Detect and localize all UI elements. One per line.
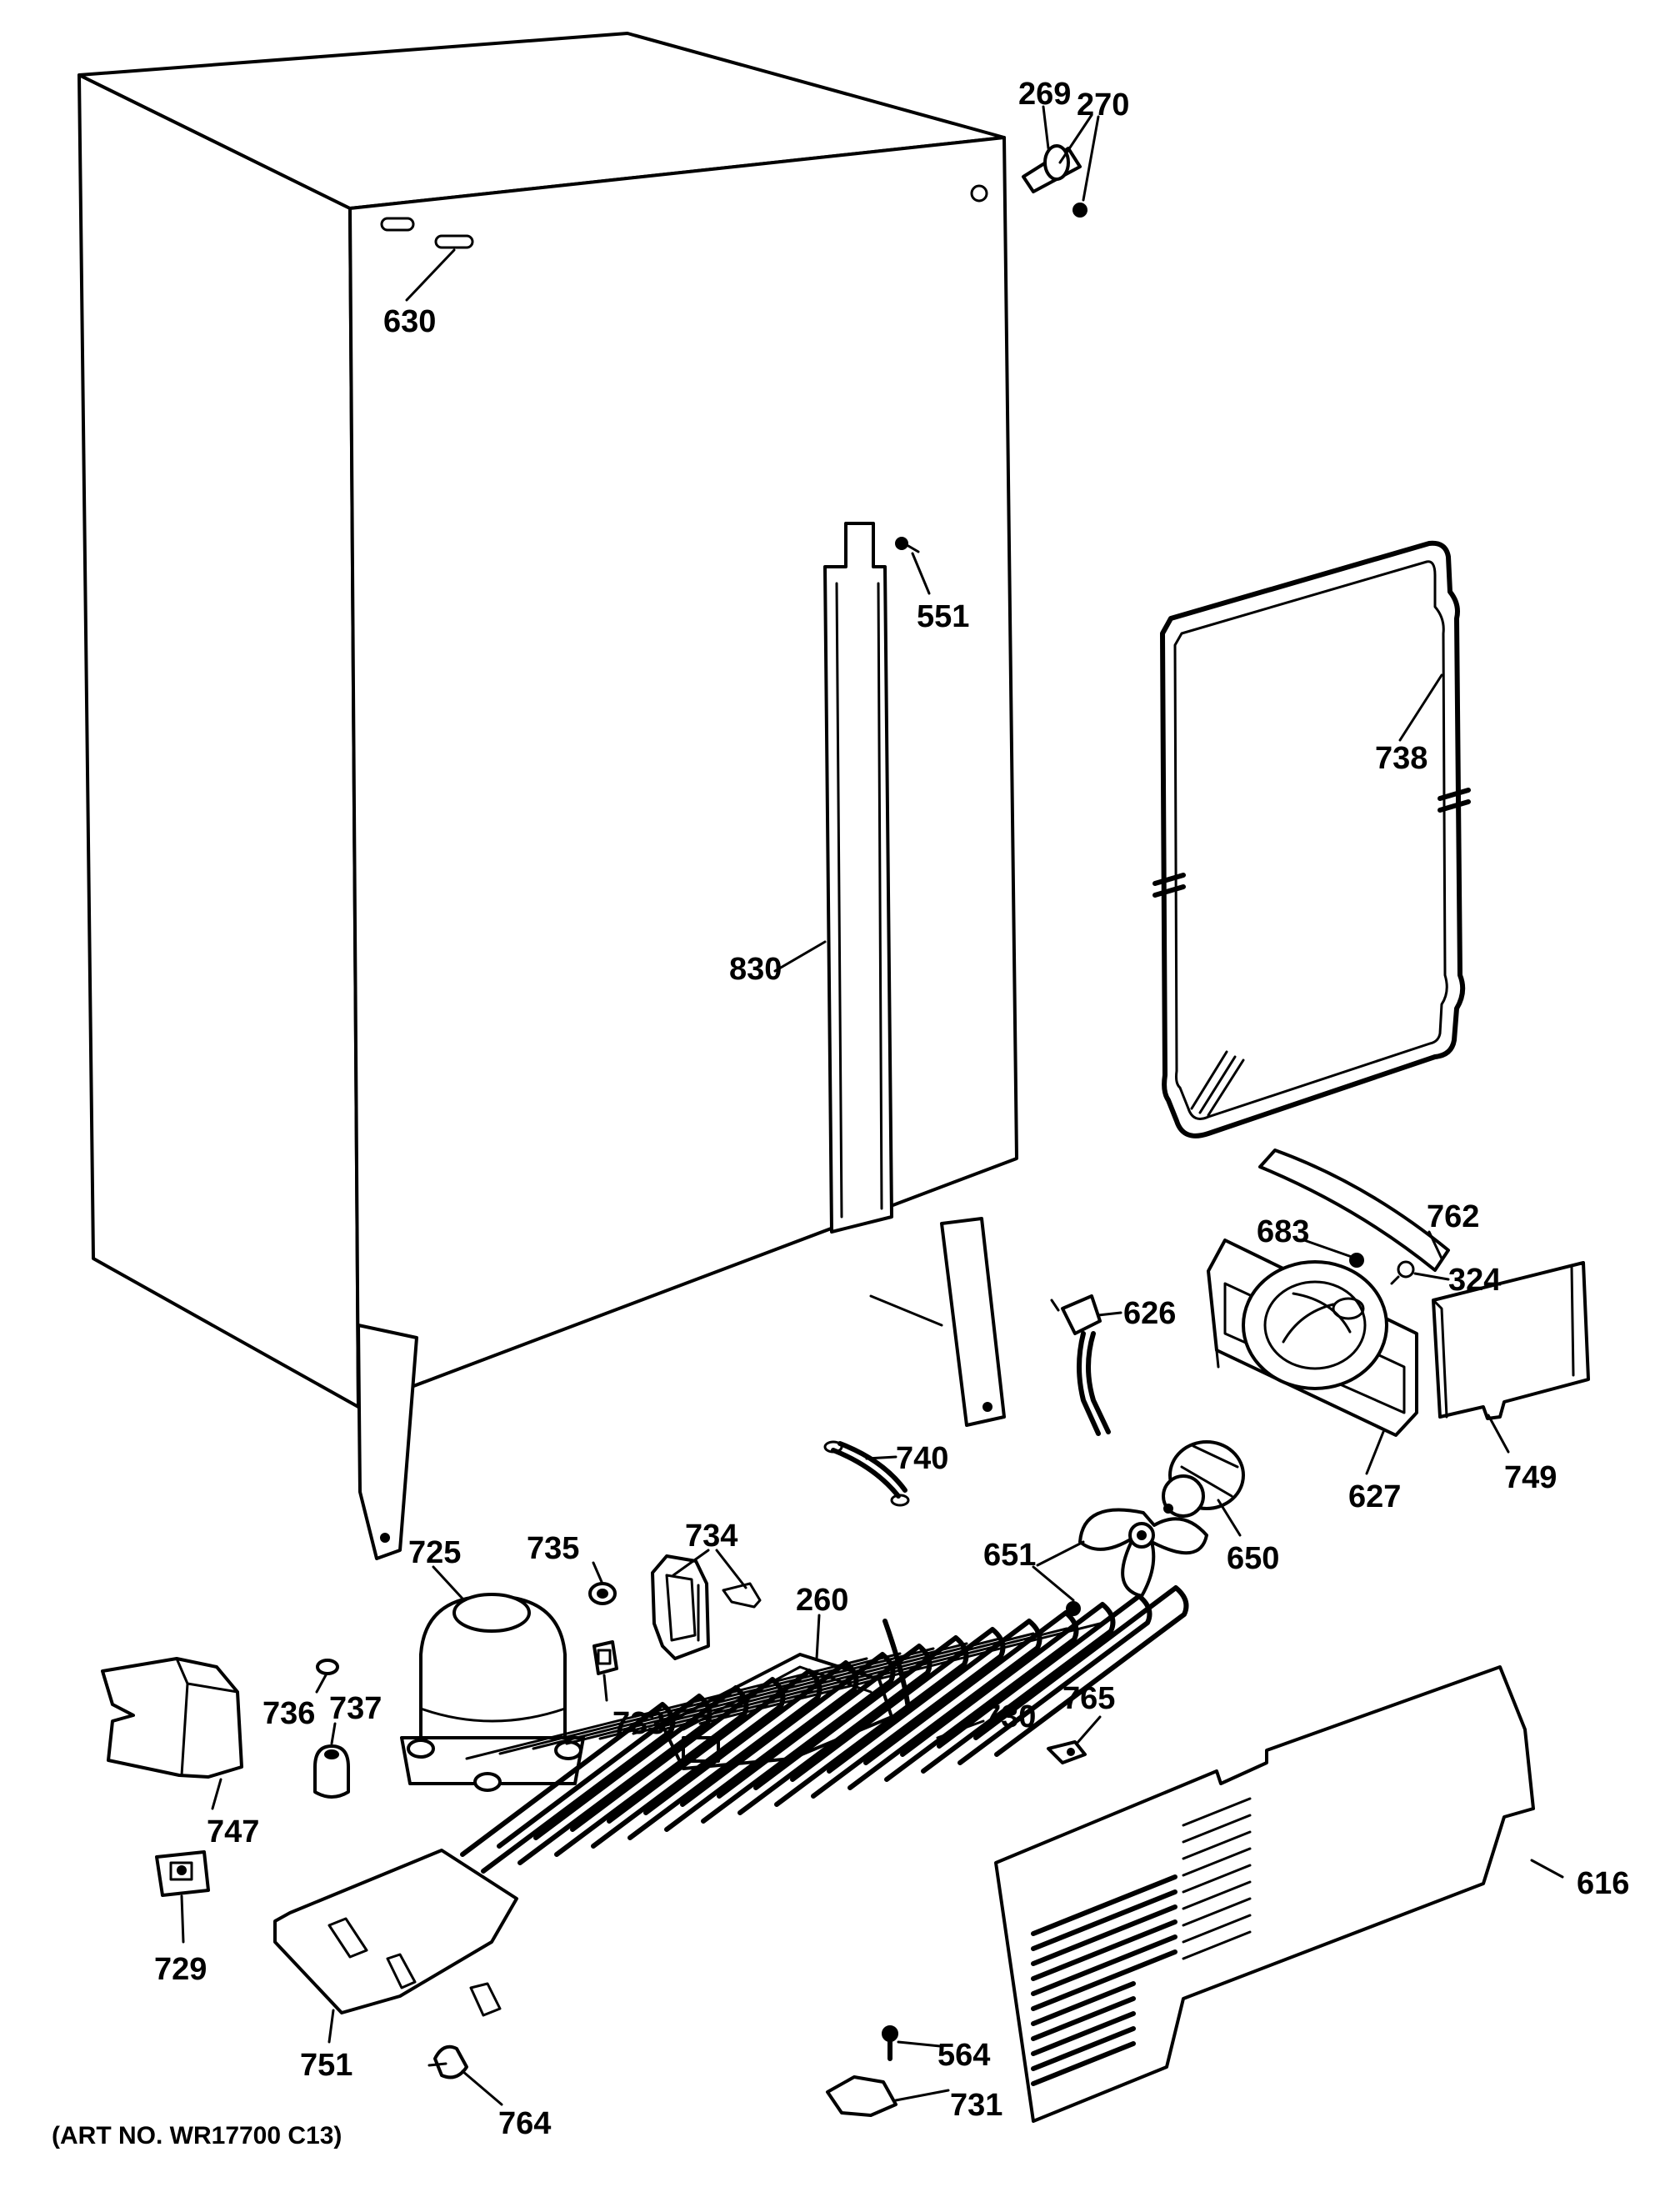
grille-slot bbox=[1031, 1874, 1178, 1936]
callout-751: 751 bbox=[300, 2048, 352, 2083]
grille-slot bbox=[1182, 1847, 1252, 1877]
leader-lines bbox=[180, 105, 1564, 2106]
grille-slot bbox=[1182, 1897, 1252, 1927]
condenser-fin bbox=[465, 1657, 868, 1760]
callout-564: 564 bbox=[938, 2038, 990, 2073]
condenser-fin bbox=[632, 1632, 1035, 1735]
callout-626: 626 bbox=[1123, 1296, 1176, 1331]
callout-735: 735 bbox=[527, 1531, 579, 1566]
screw-564 bbox=[882, 2025, 898, 2061]
compressor-725 bbox=[400, 1593, 585, 1792]
hinge-pin-269 bbox=[1022, 144, 1082, 193]
clip-765 bbox=[1047, 1740, 1087, 1764]
callout-830: 830 bbox=[729, 952, 782, 987]
condenser-fin bbox=[698, 1622, 1102, 1725]
callout-736: 736 bbox=[262, 1696, 315, 1731]
fan-shroud-627 bbox=[1207, 1239, 1418, 1437]
callout-733: 733 bbox=[612, 1706, 665, 1741]
screw-270 bbox=[1072, 203, 1088, 218]
door-gasket-738 bbox=[1152, 540, 1471, 1139]
nut-651 bbox=[1066, 1601, 1081, 1616]
overload-733 bbox=[592, 1640, 618, 1675]
callout-765: 765 bbox=[1062, 1681, 1115, 1716]
power-cord-626 bbox=[1050, 1294, 1111, 1436]
grille-616 bbox=[994, 1665, 1535, 2123]
condenser-fin bbox=[598, 1637, 1002, 1740]
callout-616: 616 bbox=[1577, 1866, 1629, 1901]
base-pan-751 bbox=[273, 1849, 518, 2017]
callout-729: 729 bbox=[154, 1952, 207, 1987]
callout-labels: 269 270 630 551 738 830 762 683 324 626 … bbox=[154, 77, 1629, 2141]
callout-725: 725 bbox=[408, 1535, 461, 1570]
foam-strip-762 bbox=[1258, 1149, 1450, 1272]
condenser-fin bbox=[532, 1647, 935, 1750]
grille-slot bbox=[1031, 1904, 1178, 1966]
grommet-735 bbox=[588, 1582, 617, 1605]
grille-slot bbox=[1031, 1949, 1178, 2011]
screw-683 bbox=[1349, 1253, 1364, 1268]
grommet-737 bbox=[313, 1744, 350, 1799]
callout-260: 260 bbox=[796, 1583, 848, 1618]
grille-slot bbox=[1182, 1830, 1252, 1860]
grille-slot bbox=[1031, 2041, 1136, 2086]
grille-slot bbox=[1182, 1914, 1252, 1944]
grille-slot bbox=[1031, 1996, 1136, 2041]
callout-551: 551 bbox=[917, 599, 969, 634]
grille-slot bbox=[1031, 1934, 1178, 1996]
grille-slot bbox=[1182, 1797, 1252, 1827]
clip-764 bbox=[428, 2044, 468, 2079]
callout-627: 627 bbox=[1348, 1479, 1401, 1514]
slot-plugs-630 bbox=[380, 217, 474, 249]
spring-clip-740 bbox=[823, 1440, 910, 1507]
callout-324: 324 bbox=[1448, 1263, 1501, 1298]
bracket-731 bbox=[826, 2075, 898, 2117]
grille-slot bbox=[1031, 2011, 1136, 2056]
bracket-734 bbox=[722, 1582, 762, 1609]
grommet-736 bbox=[316, 1659, 339, 1675]
capacitor-729 bbox=[155, 1850, 210, 1897]
screw-551 bbox=[895, 537, 920, 553]
callout-734: 734 bbox=[685, 1519, 738, 1554]
callout-737: 737 bbox=[329, 1691, 382, 1726]
condenser-fin bbox=[665, 1627, 1068, 1730]
condenser-fin bbox=[498, 1652, 902, 1755]
grille-slot bbox=[1182, 1864, 1252, 1894]
callout-747: 747 bbox=[207, 1814, 259, 1849]
callout-738: 738 bbox=[1375, 741, 1428, 776]
callout-762: 762 bbox=[1427, 1199, 1479, 1234]
grille-slot bbox=[1182, 1930, 1252, 1960]
relay-734 bbox=[651, 1554, 710, 1660]
mullion-channel-830 bbox=[823, 522, 893, 1234]
callout-630: 630 bbox=[383, 304, 436, 339]
grille-slot bbox=[1031, 1981, 1136, 2026]
terminal-cover-747 bbox=[101, 1657, 243, 1779]
art-number: (ART NO. WR17700 C13) bbox=[52, 2122, 342, 2149]
callout-740: 740 bbox=[896, 1441, 948, 1476]
condenser-fin bbox=[565, 1642, 968, 1745]
callout-651: 651 bbox=[983, 1538, 1036, 1573]
callout-730: 730 bbox=[983, 1699, 1036, 1734]
callout-269: 269 bbox=[1018, 77, 1071, 112]
condenser-tube bbox=[973, 1585, 1189, 1757]
grille-slot bbox=[1031, 2026, 1136, 2071]
screw-324 bbox=[1390, 1260, 1415, 1285]
grille-slot bbox=[1182, 1814, 1252, 1844]
condenser-730 bbox=[460, 1585, 1189, 1874]
fan-blade-651 bbox=[1078, 1508, 1208, 1598]
cover-plate-749 bbox=[1432, 1261, 1590, 1420]
callout-683: 683 bbox=[1257, 1214, 1309, 1249]
callout-731: 731 bbox=[950, 2088, 1002, 2123]
grille-slot bbox=[1031, 1919, 1178, 1981]
fan-motor-650 bbox=[1162, 1440, 1245, 1518]
callout-749: 749 bbox=[1504, 1460, 1557, 1495]
grille-slot bbox=[1031, 1889, 1178, 1951]
callout-270: 270 bbox=[1077, 88, 1129, 123]
callout-650: 650 bbox=[1227, 1541, 1279, 1576]
grille-slot bbox=[1182, 1880, 1252, 1910]
callout-764: 764 bbox=[498, 2106, 551, 2141]
